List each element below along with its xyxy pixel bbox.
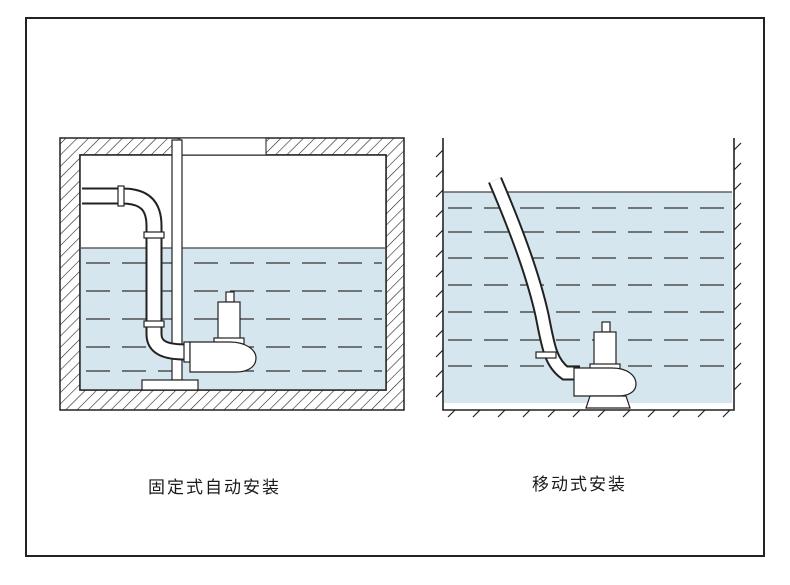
caption-fixed-install: 固定式自动安装 xyxy=(148,478,281,498)
mobile-installation-diagram xyxy=(435,138,742,418)
caption-mobile-install: 移动式安装 xyxy=(532,475,627,495)
pit-outline xyxy=(442,138,735,411)
pipe-flanges xyxy=(117,185,191,363)
fixed-installation-diagram xyxy=(59,137,405,411)
tank-opening xyxy=(179,137,267,156)
pump-base xyxy=(141,379,199,391)
submersible-pump-fixed xyxy=(189,291,257,373)
pit-wall-ticks xyxy=(435,142,742,418)
outer-frame xyxy=(25,17,765,557)
pond-water-dashes xyxy=(448,207,728,367)
submersible-pump-mobile xyxy=(573,321,637,409)
hose-flange xyxy=(535,351,557,359)
